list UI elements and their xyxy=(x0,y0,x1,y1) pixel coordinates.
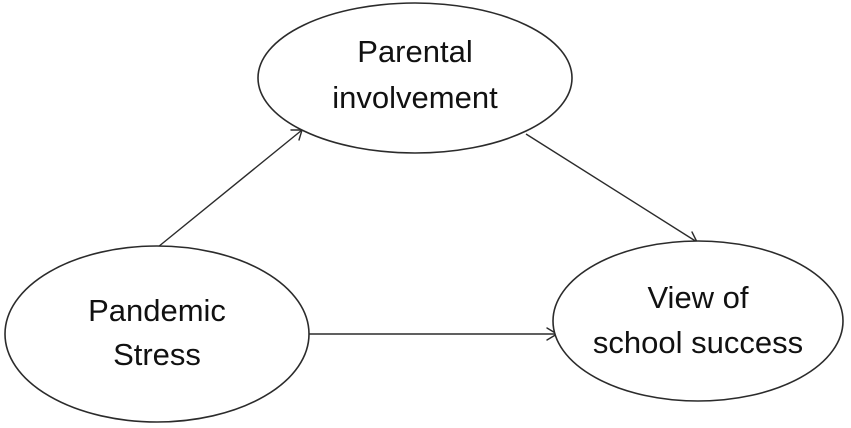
edge-pandemic-to-parental xyxy=(157,129,303,248)
node-pandemic-stress: Pandemic Stress xyxy=(4,245,310,423)
node-pandemic-line-2: Stress xyxy=(113,337,201,372)
node-parental-line-2: involvement xyxy=(332,80,498,115)
node-school-line-2: school success xyxy=(593,325,803,360)
node-school-line-1: View of xyxy=(647,280,748,315)
node-view-of-school-success: View of school success xyxy=(552,240,844,402)
node-pandemic-line-1: Pandemic xyxy=(88,293,226,328)
node-parental-involvement: Parental involvement xyxy=(257,2,573,154)
edge-pandemic-to-school xyxy=(309,327,558,341)
edge-parental-to-school xyxy=(525,133,698,243)
node-parental-line-1: Parental xyxy=(357,34,472,69)
